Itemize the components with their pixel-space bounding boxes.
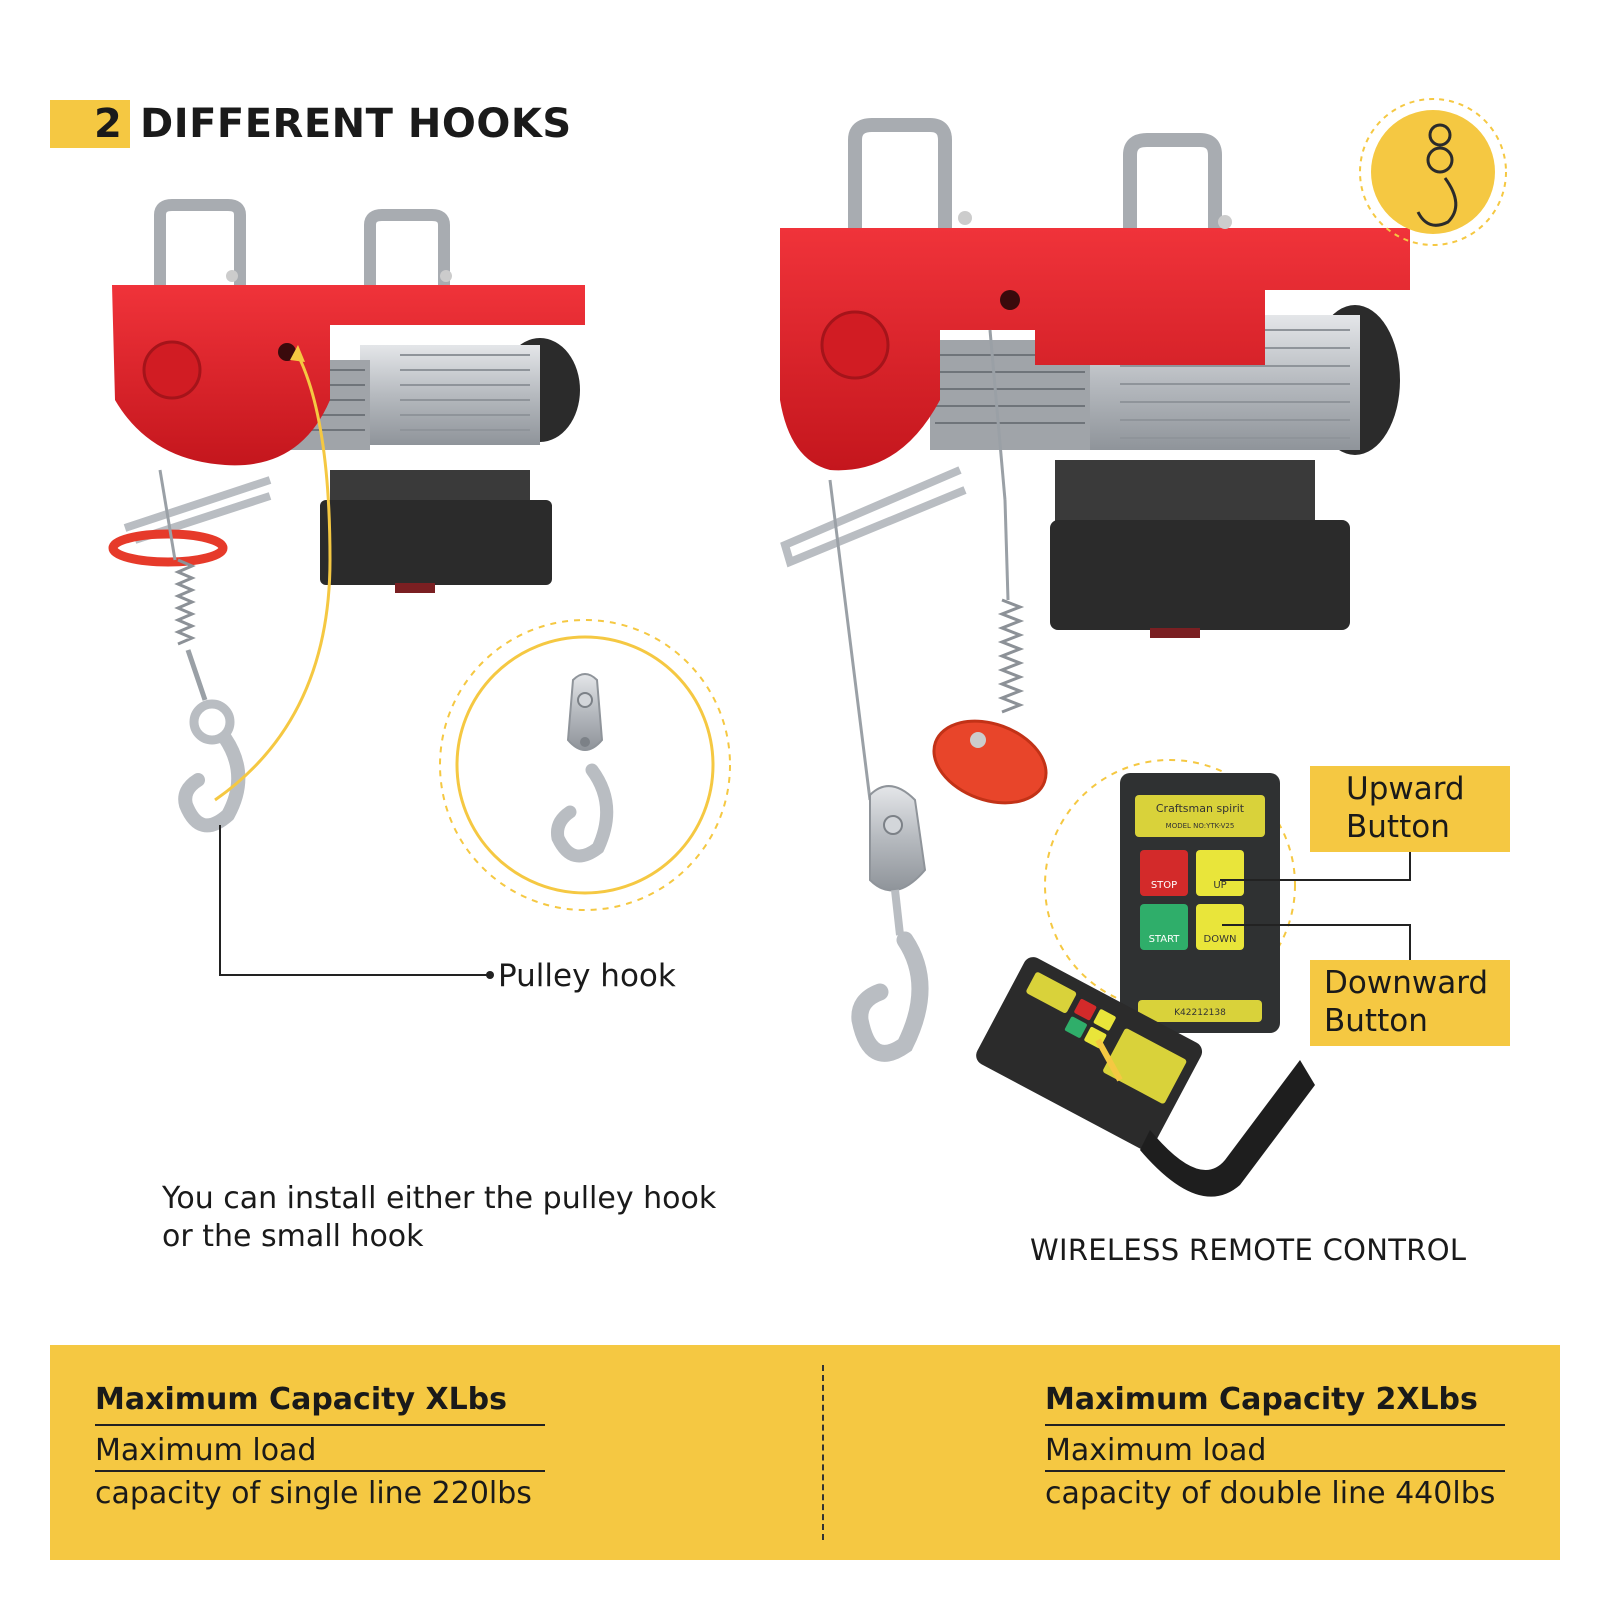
- wireless-remote-label: WIRELESS REMOTE CONTROL: [1030, 1233, 1467, 1267]
- wireless-remote: [976, 957, 1203, 1150]
- downward-button-callout: Downward Button: [1310, 960, 1510, 1046]
- remote-up-button[interactable]: [1196, 850, 1244, 896]
- remote-pointer: [1095, 1038, 1123, 1082]
- capacity-single-underline: [95, 1424, 545, 1426]
- capacity-single-rule: [95, 1470, 545, 1472]
- title-number: 2: [94, 101, 122, 147]
- capacity-divider: [822, 1365, 824, 1540]
- remote-start-button[interactable]: [1140, 904, 1188, 950]
- double-line-hoist: [780, 118, 1410, 1062]
- remote-serial-label: K42212138: [1174, 1008, 1226, 1018]
- upward-button-callout: Upward Button: [1310, 766, 1510, 852]
- downward-leader: [1222, 924, 1411, 962]
- pulley-hook-label: Pulley hook: [498, 958, 676, 994]
- hoist-illustration: Craftsman spirit MODEL NO:YTK-V25 STOP U…: [108, 98, 1507, 1197]
- hook-badge-icon: [1359, 98, 1507, 246]
- page-title: DIFFERENT HOOKS: [140, 101, 572, 147]
- title-accent-bar: [50, 100, 130, 148]
- single-line-hoist: [108, 199, 585, 833]
- capacity-double-underline: [1045, 1424, 1505, 1426]
- install-note: You can install either the pulley hook o…: [162, 1181, 717, 1254]
- remote-model-label: MODEL NO:YTK-V25: [1166, 822, 1235, 830]
- upward-leader: [1220, 850, 1411, 881]
- capacity-single-title: Maximum Capacity XLbs: [95, 1382, 508, 1417]
- capacity-single-line2: capacity of single line 220lbs: [95, 1476, 532, 1511]
- remote-down-button[interactable]: [1196, 904, 1244, 950]
- remote-brand-label: Craftsman spirit: [1156, 802, 1245, 815]
- capacity-double-line1: Maximum load: [1045, 1433, 1267, 1468]
- capacity-double-line2: capacity of double line 440lbs: [1045, 1476, 1496, 1511]
- remote-zoom-detail: Craftsman spirit MODEL NO:YTK-V25 STOP U…: [1044, 759, 1296, 1033]
- small-hook-detail: [439, 619, 731, 911]
- capacity-double-rule: [1045, 1470, 1505, 1472]
- remote-start-label: START: [1149, 934, 1181, 945]
- capacity-double-title: Maximum Capacity 2XLbs: [1045, 1382, 1478, 1417]
- remote-down-label: DOWN: [1204, 934, 1237, 945]
- remote-stop-label: STOP: [1151, 880, 1177, 891]
- capacity-panel: [50, 1345, 1560, 1560]
- capacity-single-line1: Maximum load: [95, 1433, 317, 1468]
- remote-strap: [1140, 1060, 1315, 1197]
- pulley-hook-leader: [219, 825, 494, 979]
- remote-up-label: UP: [1213, 880, 1226, 891]
- remote-stop-button[interactable]: [1140, 850, 1188, 896]
